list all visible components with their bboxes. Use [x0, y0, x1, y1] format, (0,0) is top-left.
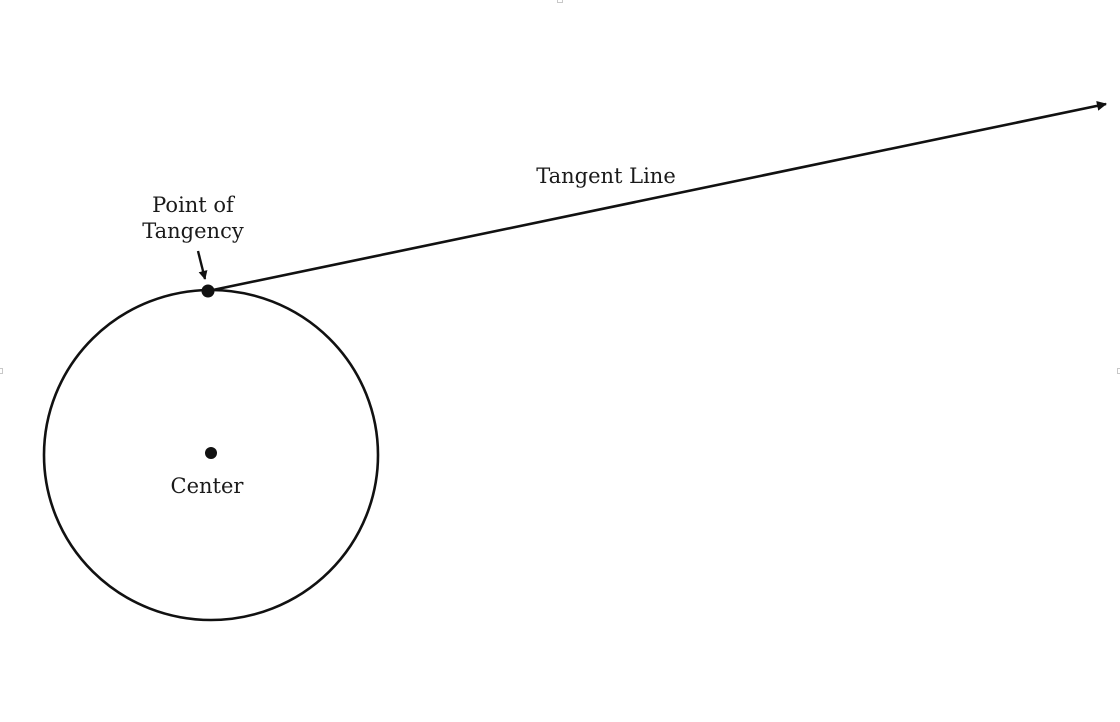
center-point	[205, 447, 217, 459]
tangency-pointer-arrow	[196, 250, 208, 280]
right-resize-handle[interactable]	[1117, 368, 1120, 374]
top-resize-handle[interactable]	[557, 0, 563, 3]
point-of-tangency-label-line1: Point of	[152, 193, 236, 217]
tangent-line-label: Tangent Line	[536, 164, 676, 188]
tangent-line	[207, 100, 1107, 293]
tangency-point	[201, 284, 215, 298]
center-label: Center	[171, 474, 245, 498]
point-of-tangency-label-line2: Tangency	[142, 219, 244, 243]
left-resize-handle[interactable]	[0, 368, 3, 374]
